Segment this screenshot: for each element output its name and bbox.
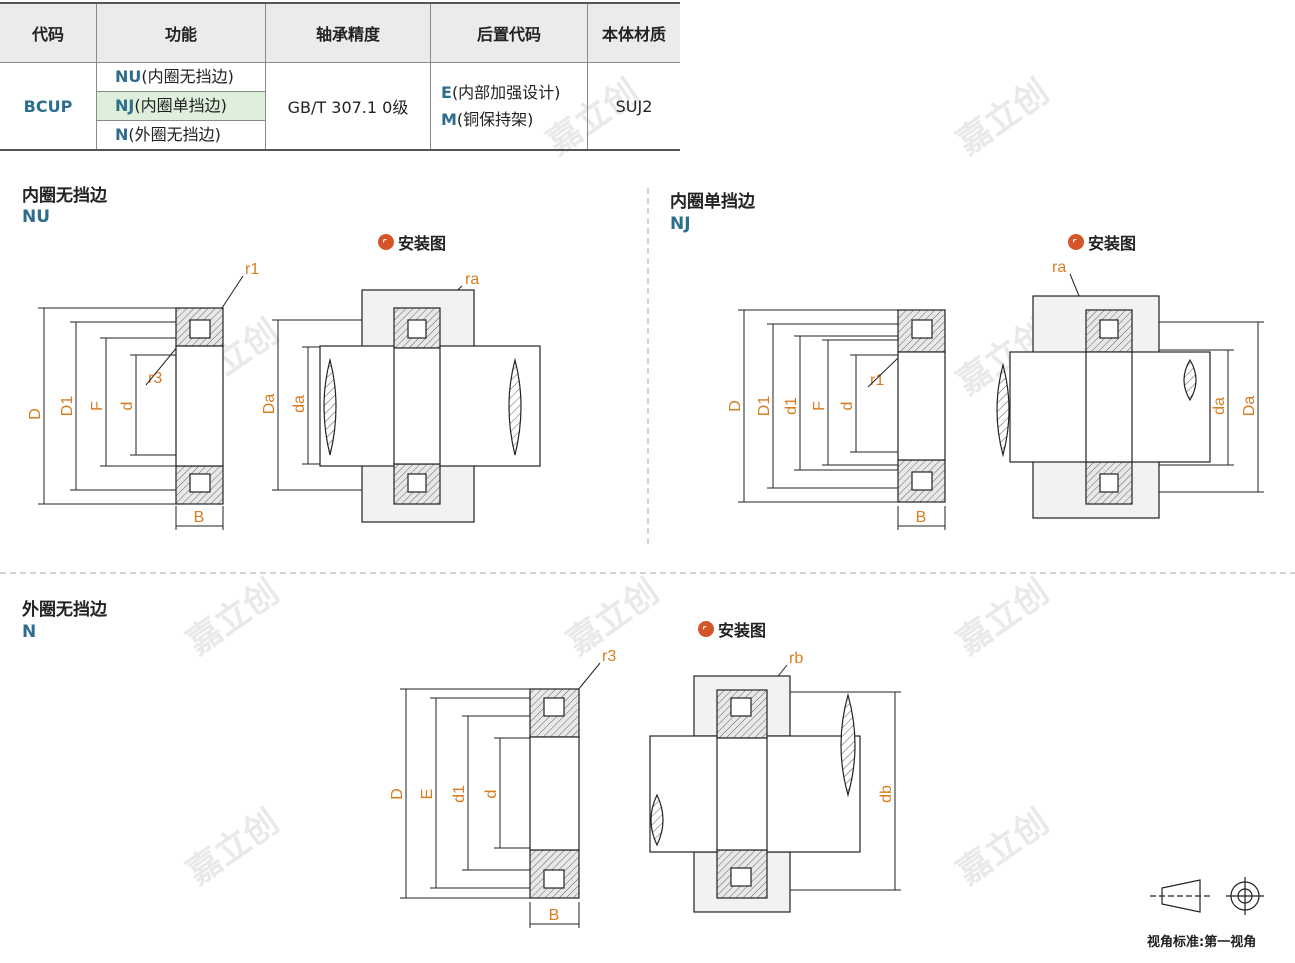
dim-label: r3 bbox=[148, 370, 162, 387]
function-n[interactable]: N(外圈无挡边) bbox=[115, 125, 221, 144]
nj-code: NJ bbox=[670, 214, 691, 234]
dim-label: d bbox=[483, 790, 500, 799]
nj-install-drawing bbox=[996, 295, 1211, 519]
dim-label: da bbox=[291, 395, 308, 413]
function-nu[interactable]: NU(内圈无挡边) bbox=[97, 63, 265, 92]
suffix-e[interactable]: E(内部加强设计) bbox=[441, 83, 561, 102]
dim-label: rb bbox=[789, 650, 803, 667]
suffix-m[interactable]: M(铜保持架) bbox=[441, 110, 534, 129]
dim-label: d1 bbox=[783, 397, 800, 415]
nu-code: NU bbox=[22, 207, 51, 227]
dim-label: da bbox=[1211, 397, 1228, 415]
material-cell: SUJ2 bbox=[587, 62, 680, 151]
dim-label: Da bbox=[1241, 396, 1258, 417]
dim-label: D1 bbox=[59, 396, 76, 417]
dim-label: db bbox=[878, 785, 895, 803]
view-standard-text: 视角标准:第一视角 bbox=[1147, 935, 1257, 950]
dim-label: B bbox=[916, 509, 927, 526]
precision-cell: GB/T 307.1 0级 bbox=[265, 62, 431, 151]
dim-label: D bbox=[27, 408, 44, 420]
dim-label: D bbox=[727, 400, 744, 412]
dim-label: F bbox=[811, 401, 828, 411]
dim-label: d bbox=[839, 402, 856, 411]
dim-label: B bbox=[194, 509, 205, 526]
dim-label: D bbox=[389, 788, 406, 800]
install-label-nj: 安装图 bbox=[1068, 230, 1136, 254]
header-material: 本体材质 bbox=[587, 2, 680, 63]
install-label-nu: 安装图 bbox=[378, 230, 446, 254]
dim-label: Da bbox=[261, 394, 278, 415]
install-icon bbox=[1068, 234, 1084, 250]
suffix-cell: E(内部加强设计) M(铜保持架) bbox=[430, 62, 588, 151]
nj-title: 内圈单挡边 bbox=[670, 192, 755, 212]
nu-bearing-drawing bbox=[175, 307, 224, 505]
nu-title: 内圈无挡边 bbox=[22, 186, 107, 206]
dim-label: d bbox=[119, 402, 136, 411]
dim-label: B bbox=[549, 907, 560, 924]
table-row: BCUP NU(内圈无挡边) NJ(内圈单挡边) N(外圈无挡边) GB/T 3… bbox=[0, 62, 680, 151]
n-install-drawing bbox=[649, 675, 861, 913]
function-nj[interactable]: NJ(内圈单挡边) bbox=[97, 92, 265, 121]
dim-label: r1 bbox=[870, 372, 884, 389]
n-bearing-drawing bbox=[529, 688, 580, 899]
nj-bearing-drawing bbox=[897, 309, 946, 503]
dim-label: E bbox=[419, 789, 436, 800]
spec-table: 代码 功能 轴承精度 后置代码 本体材质 BCUP NU(内圈无挡边) NJ(内… bbox=[0, 2, 680, 151]
dim-label: D1 bbox=[756, 396, 773, 417]
header-precision: 轴承精度 bbox=[265, 2, 431, 63]
n-title: 外圈无挡边 bbox=[22, 600, 107, 620]
dim-label: d1 bbox=[451, 785, 468, 803]
install-icon bbox=[698, 621, 714, 637]
dim-label: r3 bbox=[602, 648, 616, 665]
nu-install-drawing bbox=[319, 289, 541, 523]
first-angle-projection-icon bbox=[1150, 877, 1264, 915]
dim-label: ra bbox=[1052, 259, 1066, 276]
dim-label: r1 bbox=[245, 261, 259, 278]
dim-label: F bbox=[89, 401, 106, 411]
n-code: N bbox=[22, 622, 37, 642]
install-label-n: 安装图 bbox=[698, 617, 766, 641]
header-code: 代码 bbox=[0, 2, 97, 63]
install-icon bbox=[378, 234, 394, 250]
dim-label: ra bbox=[465, 271, 479, 288]
